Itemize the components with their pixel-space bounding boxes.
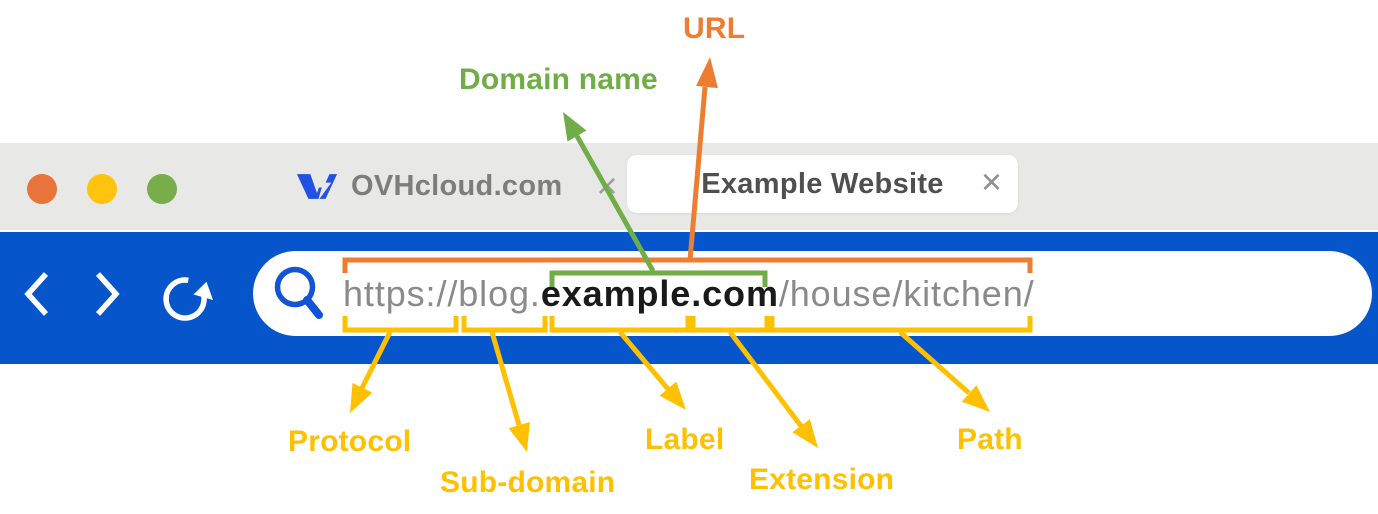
url-extension: .com: [691, 273, 779, 314]
search-icon: [274, 266, 323, 319]
extension-arrowhead: [792, 419, 818, 448]
zoom-window-button[interactable]: [147, 174, 177, 204]
forward-icon[interactable]: [94, 271, 122, 317]
domain-name-annotation-label: Domain name: [459, 63, 658, 96]
tab-close-icon[interactable]: ×: [980, 161, 1002, 202]
close-window-button[interactable]: [27, 174, 57, 204]
protocol-annotation-label: Protocol: [288, 425, 412, 458]
tab-ovhcloud[interactable]: OVHcloud.com ×: [296, 160, 618, 212]
ovhcloud-logo-icon: [296, 171, 338, 201]
url-text: https://blog.example.com/house/kitchen/: [343, 251, 1035, 336]
browser-toolbar: https://blog.example.com/house/kitchen/: [0, 232, 1378, 364]
label-arrowhead: [659, 381, 686, 410]
tab-close-icon[interactable]: ×: [596, 165, 618, 206]
tab-title: OVHcloud.com: [351, 169, 563, 202]
url-protocol: https://: [343, 273, 459, 314]
browser-tab-bar: OVHcloud.com × Example Website ×: [0, 143, 1378, 230]
url-arrowhead: [696, 57, 718, 89]
path-annotation-label: Path: [957, 423, 1023, 456]
reload-icon[interactable]: [160, 271, 218, 323]
address-bar[interactable]: https://blog.example.com/house/kitchen/: [253, 251, 1372, 336]
url-domain-label: example: [540, 273, 692, 314]
url-path: /house/kitchen/: [778, 273, 1035, 314]
domain-arrowhead: [563, 112, 587, 142]
subdomain-annotation-label: Sub-domain: [440, 466, 616, 499]
label-annotation-label: Label: [645, 423, 725, 456]
minimize-window-button[interactable]: [87, 174, 117, 204]
subdomain-arrowhead: [508, 422, 530, 452]
extension-annotation-label: Extension: [749, 463, 895, 496]
back-icon[interactable]: [22, 271, 50, 317]
tab-example-website[interactable]: Example Website ×: [627, 155, 1018, 213]
tab-title: Example Website: [701, 167, 944, 200]
url-subdomain: blog.: [458, 273, 541, 314]
protocol-arrowhead: [350, 383, 373, 413]
url-annotation-label: URL: [683, 12, 746, 45]
path-arrowhead: [961, 385, 990, 412]
